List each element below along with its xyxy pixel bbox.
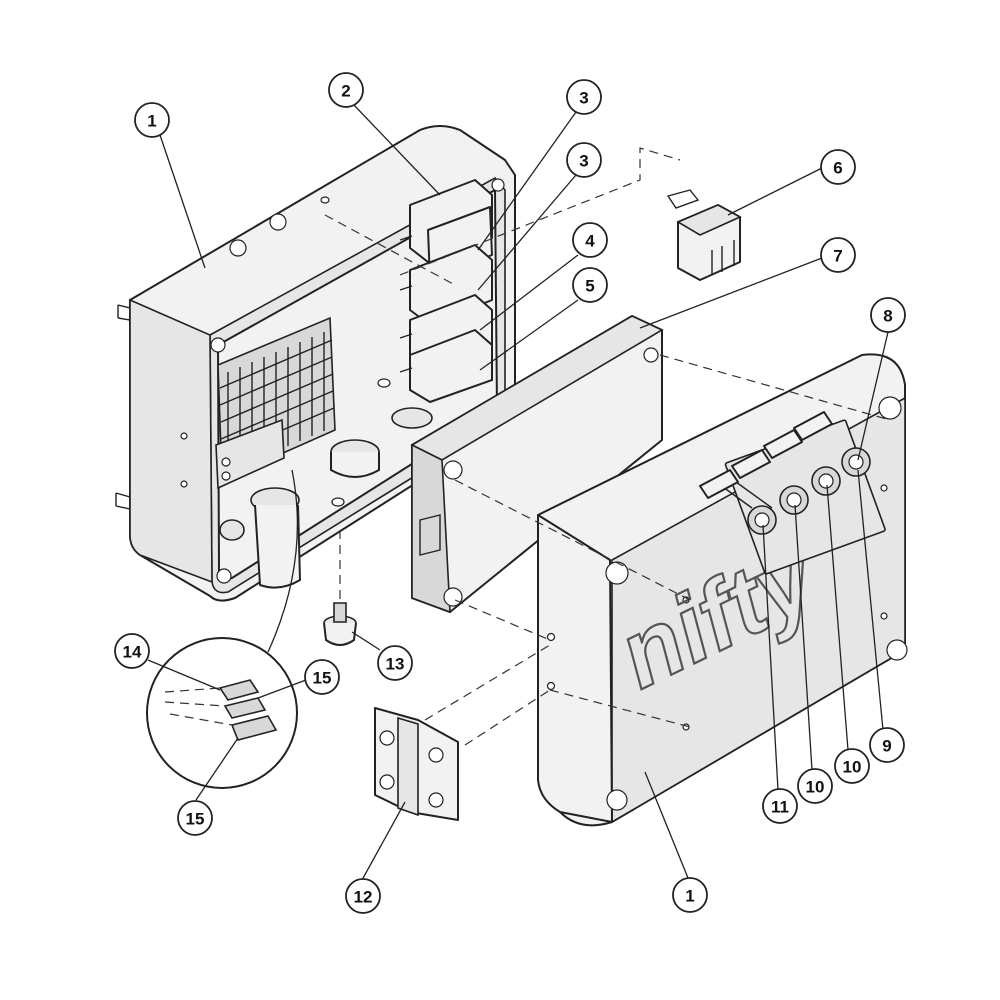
callout-circle	[304, 659, 340, 695]
callout-number: 6	[833, 159, 842, 178]
callout-c10a: 10	[834, 748, 870, 784]
callout-c10b: 10	[797, 768, 833, 804]
callout-c6: 6	[820, 149, 856, 185]
callout-circle	[672, 877, 708, 913]
callout-number: 15	[313, 669, 332, 688]
callout-c4: 4	[572, 222, 608, 258]
callout-circle	[566, 79, 602, 115]
callout-circle	[345, 878, 381, 914]
callout-circle	[572, 222, 608, 258]
callout-c14: 14	[114, 633, 150, 669]
callout-c1b: 1	[672, 877, 708, 913]
callout-c15b: 15	[177, 800, 213, 836]
callout-c3b: 3	[566, 142, 602, 178]
callout-c7: 7	[820, 237, 856, 273]
callout-circle	[869, 727, 905, 763]
callout-number: 5	[585, 277, 594, 296]
callout-number: 2	[341, 82, 350, 101]
cable-glands	[219, 378, 433, 589]
callout-circle	[177, 800, 213, 836]
callout-number: 10	[806, 778, 825, 797]
callout-number: 15	[186, 810, 205, 829]
hinge-12	[374, 707, 459, 821]
callout-c2: 2	[328, 72, 364, 108]
callout-number: 8	[883, 307, 892, 326]
callout-circle	[572, 267, 608, 303]
callout-c9: 9	[869, 727, 905, 763]
callout-number: 1	[685, 887, 694, 906]
relay-stack	[399, 179, 493, 403]
callout-number: 9	[882, 737, 891, 756]
callout-c15a: 15	[304, 659, 340, 695]
terminal-blocks	[215, 316, 336, 490]
callout-number: 10	[843, 758, 862, 777]
callout-circle	[114, 633, 150, 669]
callout-number: 13	[386, 655, 405, 674]
callout-number: 4	[585, 232, 595, 251]
callout-c13: 13	[377, 645, 413, 681]
callout-c12: 12	[345, 878, 381, 914]
callout-circle	[762, 788, 798, 824]
callout-circle	[870, 297, 906, 333]
callout-circle	[820, 149, 856, 185]
callout-number: 11	[771, 798, 789, 817]
alignment-lines	[324, 147, 891, 746]
callout-number: 14	[123, 643, 142, 662]
relay-6	[666, 189, 742, 281]
callout-number: 3	[579, 89, 588, 108]
callout-circle	[820, 237, 856, 273]
callout-number: 12	[354, 888, 373, 907]
callout-number: 1	[147, 112, 156, 131]
callout-number: 7	[833, 247, 842, 266]
foot-13	[323, 602, 357, 646]
mounting-bracket	[410, 315, 664, 614]
callout-number: 3	[579, 152, 588, 171]
callout-c1a: 1	[134, 102, 170, 138]
callout-c8: 8	[870, 297, 906, 333]
callout-leaders	[147, 102, 889, 881]
callout-circle	[566, 142, 602, 178]
callout-c5: 5	[572, 267, 608, 303]
switch-knobs	[699, 411, 886, 575]
callout-circle	[834, 748, 870, 784]
callout-circle	[134, 102, 170, 138]
callout-c11: 11	[762, 788, 798, 824]
callout-circle	[328, 72, 364, 108]
callout-c3a: 3	[566, 79, 602, 115]
callout-circle	[377, 645, 413, 681]
callout-circle	[797, 768, 833, 804]
